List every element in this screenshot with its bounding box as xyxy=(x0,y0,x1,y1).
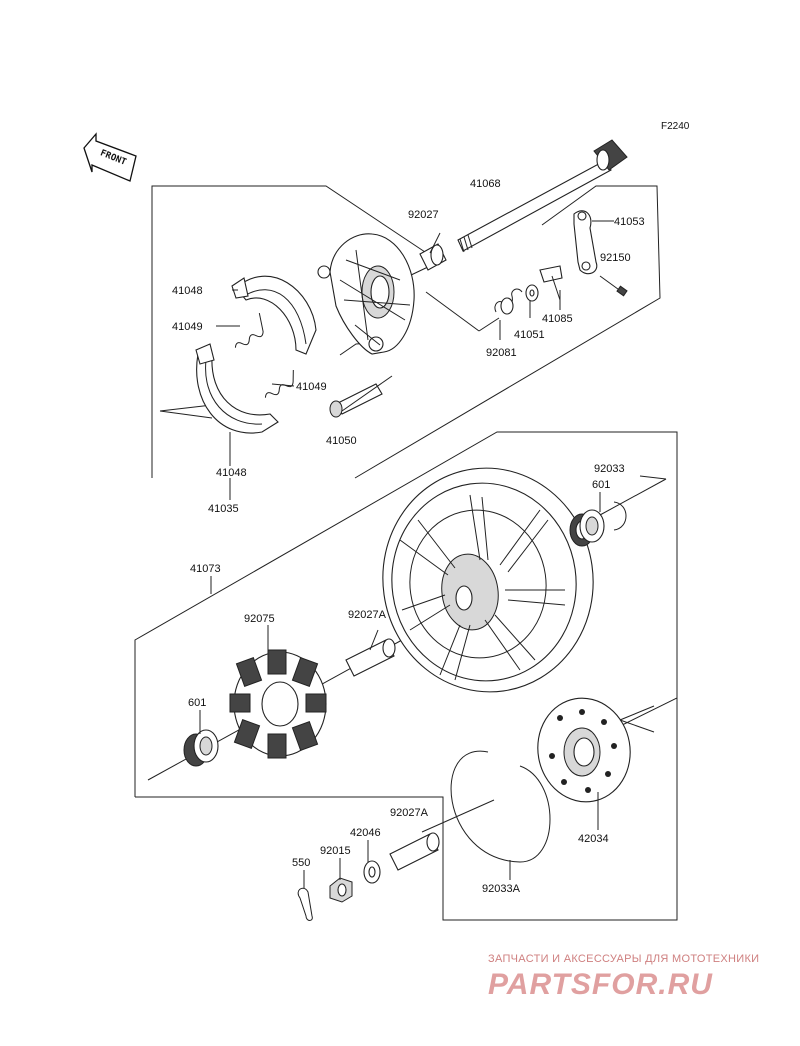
sprocket-hub-part xyxy=(537,697,655,803)
figure-code: F2240 xyxy=(661,121,690,132)
circlip-right-part xyxy=(599,475,667,531)
watermark-brand: PARTSFOR.RU xyxy=(488,968,713,1001)
bearing-right-part xyxy=(569,509,605,547)
collar-a-bottom-part xyxy=(389,832,440,871)
cam-lever-part xyxy=(573,210,614,275)
label-92027a-top: 92027A xyxy=(348,609,387,621)
label-92027: 92027 xyxy=(408,209,439,221)
label-550: 550 xyxy=(292,857,310,869)
brake-shoe-top xyxy=(231,275,317,355)
cam-spring-part xyxy=(494,288,523,315)
label-41050: 41050 xyxy=(326,435,357,447)
rear-wheel-part xyxy=(382,467,594,693)
label-41051: 41051 xyxy=(514,329,545,341)
collar-a-top-part xyxy=(345,629,396,677)
brake-shoe-bottom xyxy=(195,343,279,434)
label-92150: 92150 xyxy=(600,252,631,264)
lever-bolt-part xyxy=(599,275,628,297)
label-601-right: 601 xyxy=(592,479,610,491)
label-92027a-bottom: 92027A xyxy=(390,807,429,819)
brake-panel-part xyxy=(317,233,415,355)
washer-part xyxy=(525,284,539,302)
axle-nut-part xyxy=(329,877,353,903)
label-42046: 42046 xyxy=(350,827,381,839)
label-41073: 41073 xyxy=(190,563,221,575)
label-92033a: 92033A xyxy=(482,883,521,895)
front-arrow-icon: FRONT xyxy=(83,132,137,182)
indicator-part xyxy=(539,265,563,301)
label-41048-bottom: 41048 xyxy=(216,467,247,479)
label-41068: 41068 xyxy=(470,178,501,190)
label-92075: 92075 xyxy=(244,613,275,625)
circlip-a-part xyxy=(421,750,551,863)
label-42034: 42034 xyxy=(578,833,609,845)
shoe-spring-bottom xyxy=(264,369,294,398)
watermark-tagline: ЗАПЧАСТИ И АКСЕССУАРЫ ДЛЯ МОТОТЕХНИКИ xyxy=(488,953,759,965)
part-labels: 41068 92027 41053 92150 41048 41049 4104… xyxy=(172,178,645,895)
label-41085: 41085 xyxy=(542,313,573,325)
label-601-left: 601 xyxy=(188,697,206,709)
hub-damper-part xyxy=(229,649,327,759)
brake-assembly-frame xyxy=(151,185,661,479)
brake-cam-part xyxy=(329,375,393,418)
leader-lines xyxy=(199,289,601,888)
bearing-left-part xyxy=(183,729,219,767)
label-41049-top: 41049 xyxy=(172,321,203,333)
label-41035: 41035 xyxy=(208,503,239,515)
cotter-pin-part xyxy=(297,887,313,921)
collar-part xyxy=(419,232,447,271)
washer-42046-part xyxy=(363,860,381,884)
label-41053: 41053 xyxy=(614,216,645,228)
label-41049-bottom: 41049 xyxy=(296,381,327,393)
watermark: ЗАПЧАСТИ И АКСЕССУАРЫ ДЛЯ МОТОТЕХНИКИ PA… xyxy=(488,953,759,1001)
label-92015: 92015 xyxy=(320,845,351,857)
shoe-spring-top xyxy=(234,312,264,348)
label-92081: 92081 xyxy=(486,347,517,359)
label-41048-top: 41048 xyxy=(172,285,203,297)
label-92033: 92033 xyxy=(594,463,625,475)
